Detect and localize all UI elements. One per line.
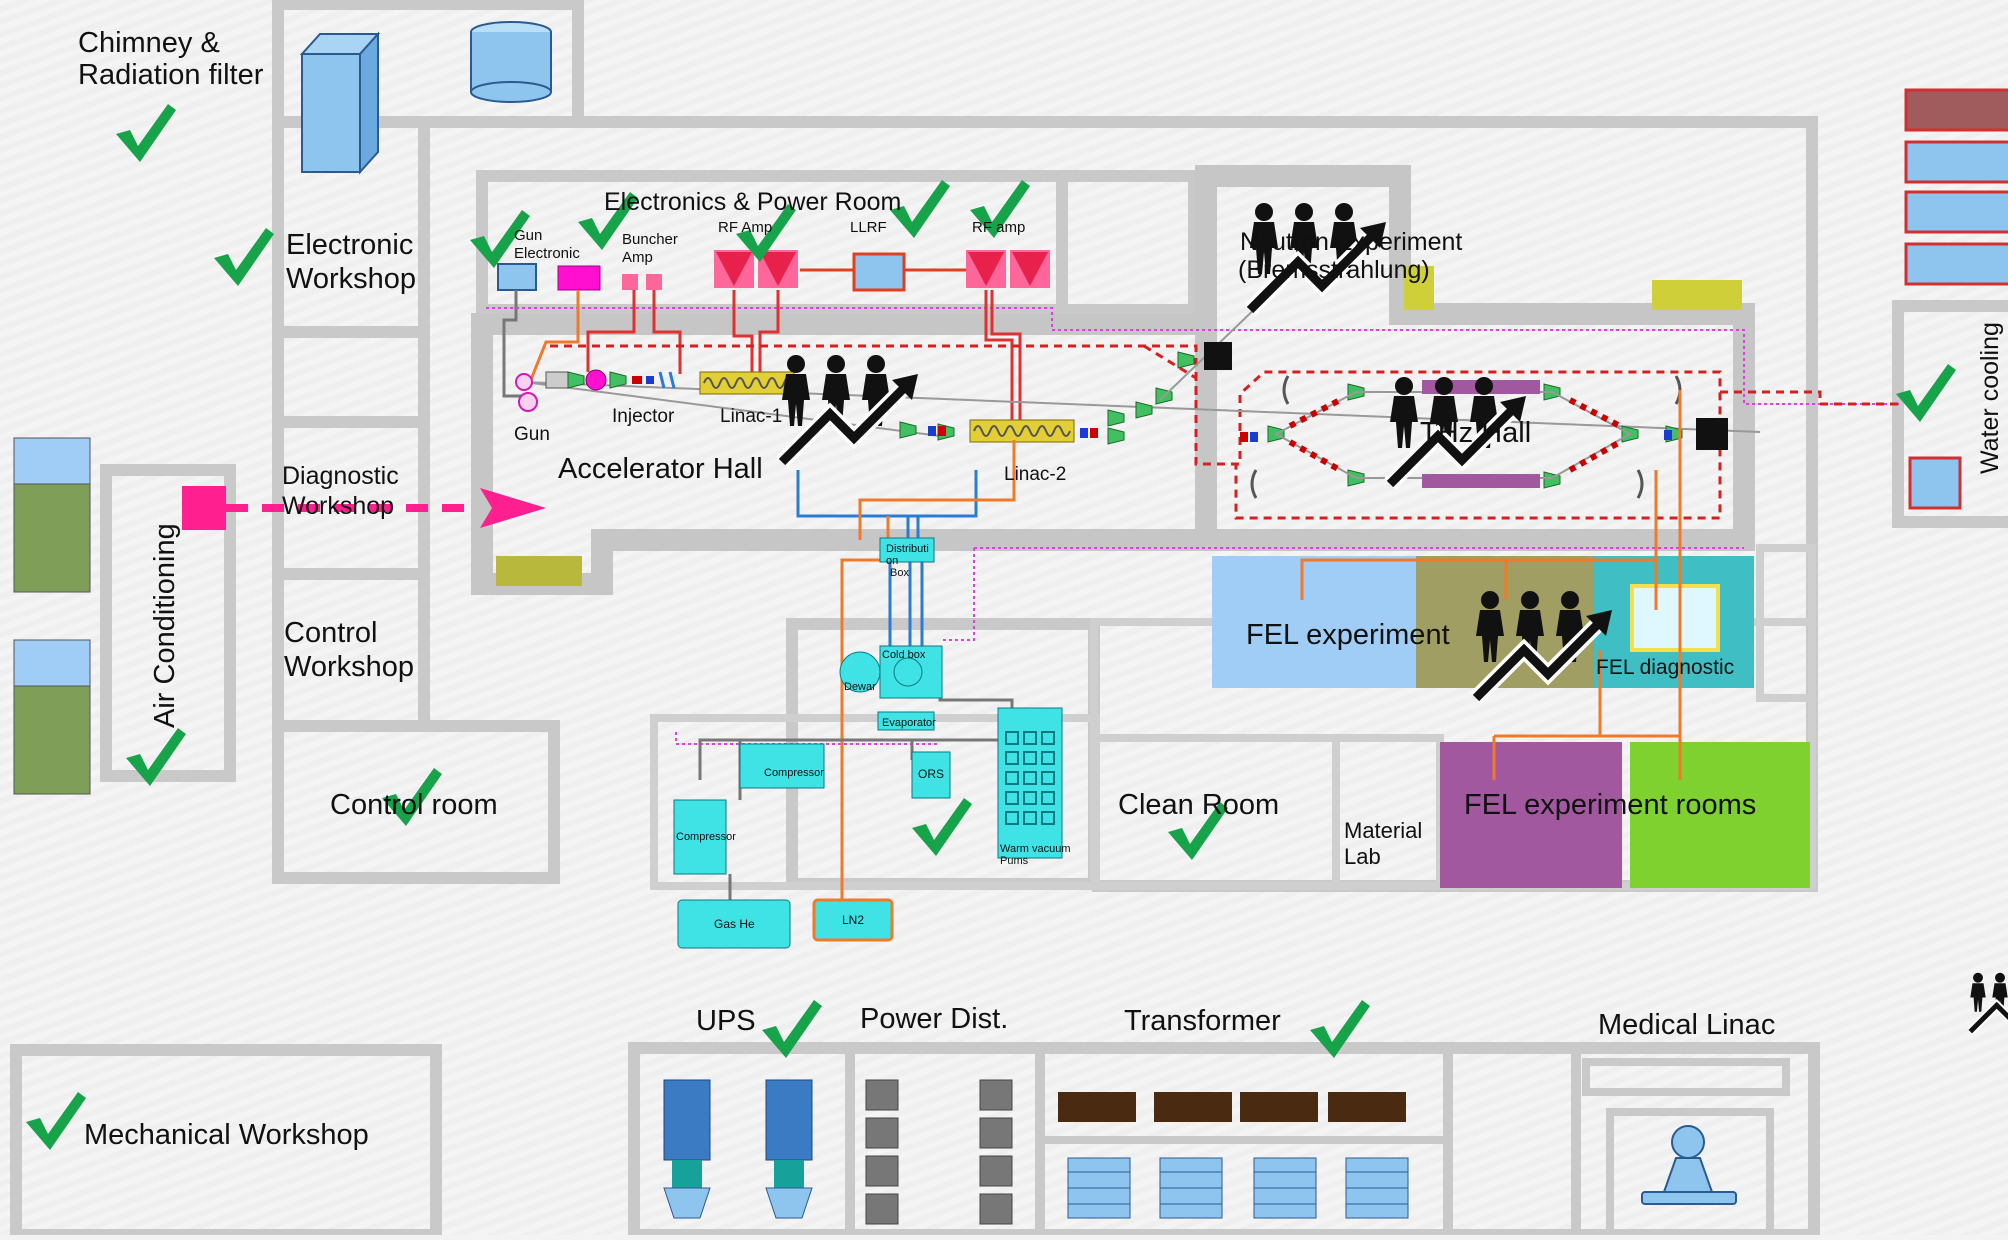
power-dist-label: Power Dist. — [860, 1003, 1008, 1035]
room-labels: Chimney & Radiation filter Electronic Wo… — [78, 27, 2004, 1151]
compressor-2-label: Compressor — [676, 831, 736, 843]
rf-amp-1-label: RF Amp — [718, 219, 772, 236]
transformer-label: Transformer — [1124, 1005, 1281, 1037]
warm-vacuum-label: Warm vacuum — [1000, 843, 1071, 855]
bremsstrahlung-label: (Bremsstrahlung) — [1238, 256, 1430, 284]
side-tanks — [13, 437, 91, 795]
diagnostic-workshop-label-2: Workshop — [282, 492, 394, 520]
power-dist-units — [865, 1079, 1013, 1225]
linac2-label: Linac-2 — [1004, 464, 1066, 485]
gun-label: Gun — [514, 424, 550, 445]
material-lab-label: Material — [1344, 818, 1422, 843]
gas-he-label: Gas He — [714, 917, 755, 931]
clean-room-label: Clean Room — [1118, 789, 1279, 821]
air-conditioning-label: Air Conditioning — [149, 523, 181, 728]
medical-linac-machine — [1641, 1125, 1737, 1205]
distribution-box-label-2: on — [886, 555, 898, 567]
cryo-equipment — [673, 537, 1063, 949]
electronics-power-room-label: Electronics & Power Room — [604, 188, 901, 216]
linac1-label: Linac-1 — [720, 406, 782, 427]
magnets-linac — [899, 351, 1683, 489]
control-workshop-label-2: Workshop — [284, 651, 414, 683]
electronic-workshop-label-2: Workshop — [286, 263, 416, 295]
fel-experiment-label: FEL experiment — [1246, 619, 1450, 651]
fel-experiment-rooms-label: FEL experiment rooms — [1464, 789, 1756, 821]
colored-rooms — [496, 266, 1810, 888]
compressor-1-label: Compressor — [764, 767, 824, 779]
radiation-filter-label: Radiation filter — [78, 59, 264, 91]
fel-cabling — [1300, 390, 1682, 780]
component-labels: Gun Electronic Buncher Amp RF Amp LLRF R… — [514, 219, 1071, 931]
water-cooling-bars — [1904, 88, 2008, 510]
neutron-experiment-label: Neutron Experiment — [1240, 228, 1462, 256]
chimney-boxes — [299, 21, 552, 175]
buncher-amp-label-2: Amp — [622, 249, 653, 266]
rf-amp-2-label: RF amp — [972, 219, 1025, 236]
electronics-equipment — [497, 250, 1050, 292]
electronic-workshop-label: Electronic — [286, 229, 413, 261]
fel-diagnostic-label: FEL diagnostic — [1596, 656, 1734, 679]
ups-units — [663, 1079, 813, 1219]
pink-arrow-icon — [182, 486, 546, 530]
material-lab-label-2: Lab — [1344, 844, 1381, 869]
cold-box-label: Cold box — [882, 649, 926, 661]
warm-vacuum-label-2: Pums — [1000, 855, 1029, 867]
llrf-label: LLRF — [850, 219, 887, 236]
control-room-label: Control room — [330, 789, 498, 821]
gun-electronic-label: Gun — [514, 227, 542, 244]
ors-label: ORS — [918, 767, 944, 781]
evaporator-label: Evaporator — [882, 717, 936, 729]
accelerator-hall-label: Accelerator Hall — [558, 453, 763, 485]
transformer-units — [1058, 1092, 1409, 1219]
gun-electronic-label-2: Electronic — [514, 245, 580, 262]
thz-hall-label: THz Hall — [1420, 417, 1531, 449]
beamline-enclosure — [550, 344, 1900, 520]
gun-cabling — [502, 290, 1022, 424]
control-workshop-label: Control — [284, 617, 378, 649]
distribution-box-label-3: Box — [890, 567, 909, 579]
buncher-amp-label: Buncher — [622, 231, 678, 248]
magenta-dotted-cabling — [486, 307, 1900, 745]
ups-label: UPS — [696, 1005, 756, 1037]
injector-label: Injector — [612, 406, 675, 427]
ln2-label: LN2 — [842, 913, 864, 927]
diagnostic-workshop-label: Diagnostic — [282, 462, 399, 490]
dewar-label: Dewar — [844, 681, 876, 693]
medical-linac-label: Medical Linac — [1598, 1009, 1775, 1041]
mechanical-workshop-label: Mechanical Workshop — [84, 1119, 369, 1151]
water-cooling-label: Water cooling — [1976, 322, 2004, 474]
chimney-label: Chimney & — [78, 27, 220, 59]
distribution-box-label: Distributi — [886, 543, 929, 555]
